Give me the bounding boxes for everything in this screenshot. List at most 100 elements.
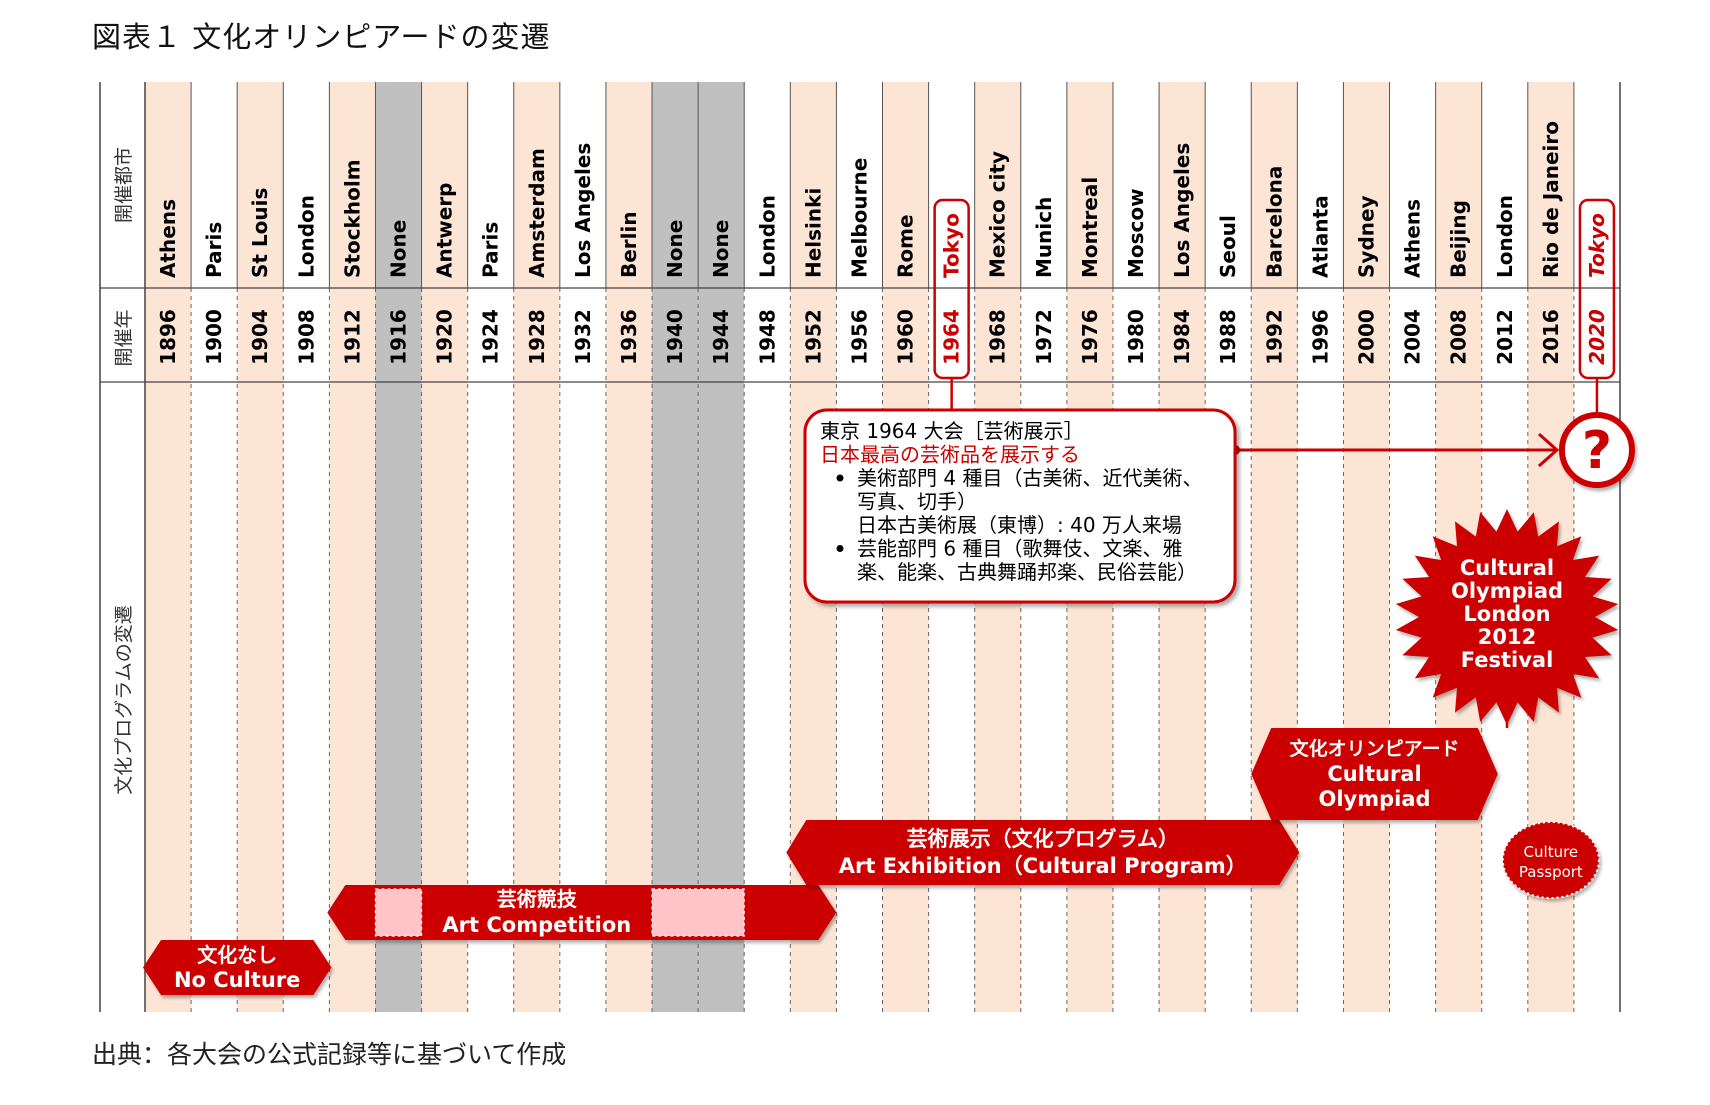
year-label-1976: 1976 [1078,309,1102,365]
festival-line-1: Olympiad [1451,579,1563,603]
column-bg-1928 [513,82,560,1012]
bullet-dot-2 [836,474,844,482]
year-label-1924: 1924 [479,309,503,365]
city-label-1896: Athens [156,199,180,278]
year-label-2008: 2008 [1447,309,1471,365]
none-gap-0 [374,888,423,937]
banner-art-exhibition-en: Art Exhibition（Cultural Program） [839,854,1247,878]
city-label-1960: Rome [894,214,918,278]
bullet-dot-5 [836,545,844,552]
none-gap-1 [651,888,745,937]
year-label-1988: 1988 [1216,309,1240,365]
year-label-1928: 1928 [525,309,549,365]
passport-line-0: Culture [1524,843,1579,861]
city-label-1972: Munich [1032,197,1056,278]
callout-line-2: 美術部門 4 種目（古美術、近代美術、 [857,466,1202,490]
festival-line-4: Festival [1461,648,1554,672]
city-label-1984: Los Angeles [1170,143,1194,278]
city-label-2004: Athens [1401,199,1425,278]
city-label-1936: Berlin [617,211,641,278]
city-label-1904: St Louis [248,188,272,278]
year-label-1932: 1932 [571,309,595,365]
column-bg-1904 [237,82,284,1012]
year-label-2000: 2000 [1354,309,1378,365]
year-label-1972: 1972 [1032,309,1056,365]
city-label-1952: Helsinki [801,188,825,278]
year-label-1964: 1964 [940,309,964,365]
year-label-2016: 2016 [1539,309,1563,365]
question-circle-icon [1558,412,1635,488]
city-label-2000: Sydney [1354,195,1378,278]
city-label-1968: Mexico city [986,151,1010,278]
city-label-1932: Los Angeles [571,143,595,278]
question-mark-badge: ? [1558,412,1635,488]
callout-line-3: 写真、切手） [857,490,977,514]
column-bg-1940 [652,82,699,1012]
question-mark: ? [1582,421,1612,481]
city-label-2016: Rio de Janeiro [1539,121,1563,278]
city-label-1924: Paris [479,222,503,278]
arrow-head-icon [1537,432,1560,468]
row-label-program: 文化プログラムの変遷 [113,605,135,794]
year-label-1948: 1948 [755,309,779,365]
city-label-1920: Antwerp [433,183,457,279]
year-label-1996: 1996 [1308,309,1332,365]
banner-art-exhibition [786,820,1300,885]
city-label-1964: Tokyo [940,213,964,278]
year-label-1940: 1940 [663,309,687,365]
city-label-2020: Tokyo [1585,213,1609,278]
source-note: 出典：各大会の公式記録等に基づいて作成 [92,1040,567,1069]
city-label-1912: Stockholm [340,159,364,278]
passport-ellipse [1501,821,1600,899]
city-label-1948: London [755,195,779,278]
year-label-2012: 2012 [1493,309,1517,365]
column-bg-2004 [1389,82,1436,1012]
row-label-year: 開催年 [113,309,135,366]
passport-line-1: Passport [1519,863,1583,881]
city-label-1992: Barcelona [1262,166,1286,278]
column-bg-1948 [744,82,791,1012]
banner-no-culture [143,940,332,995]
callout-line-6: 楽、能楽、古典舞踊邦楽、民俗芸能） [857,560,1197,584]
city-label-1908: London [294,195,318,278]
column-bg-1900 [191,82,238,1012]
year-label-1908: 1908 [294,309,318,365]
column-bg-1912 [329,82,376,1012]
city-label-1900: Paris [202,222,226,278]
city-label-1988: Seoul [1216,215,1240,278]
figure-title: 図表１ 文化オリンピアードの変遷 [92,20,551,54]
callout-line-4: 日本古美術展（東博）: 40 万人来場 [857,513,1182,537]
year-label-1904: 1904 [248,309,272,365]
festival-line-3: 2012 [1478,625,1536,649]
year-label-1968: 1968 [986,309,1010,365]
city-label-1956: Melbourne [847,158,871,278]
column-bg-1996 [1297,82,1344,1012]
column-bg-1916 [375,82,422,1012]
callout-line-0: 東京 1964 大会［芸術展示］ [820,419,1084,443]
city-label-2008: Beijing [1447,200,1471,278]
callout-line-1: 日本最高の芸術品を展示する [820,443,1080,467]
year-label-1944: 1944 [709,309,733,365]
city-label-1940: None [663,220,687,278]
banner-no-culture-en: No Culture [174,968,300,992]
banner-cultural-olympiad-jp: 文化オリンピアード [1290,737,1460,760]
column-bg-1936 [605,82,653,1012]
year-label-1956: 1956 [847,309,871,365]
year-label-1912: 1912 [340,309,364,365]
banner-art-competition-en: Art Competition [442,913,631,937]
banner-no-culture-jp: 文化なし [197,943,277,967]
column-backgrounds [145,82,1620,1012]
column-bg-1924 [467,82,514,1012]
year-label-2020: 2020 [1585,309,1609,365]
year-label-1960: 1960 [894,309,918,365]
year-label-1896: 1896 [156,309,180,365]
column-bg-1944 [698,82,745,1012]
column-bg-1908 [283,82,330,1012]
